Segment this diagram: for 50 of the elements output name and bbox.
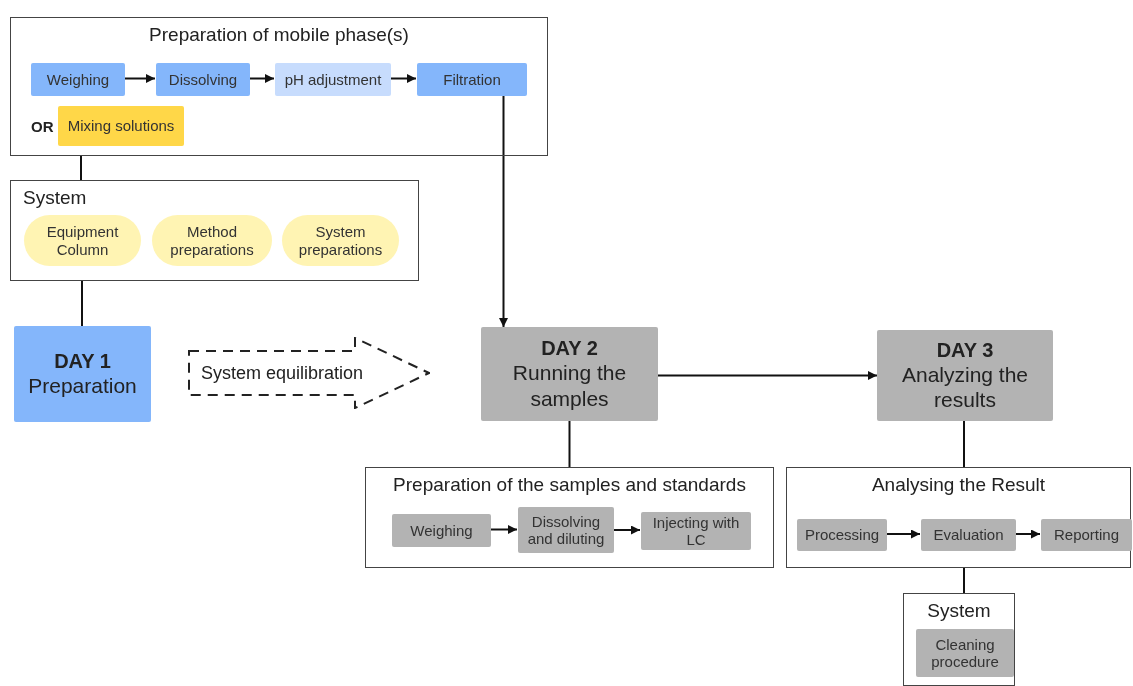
day-box <box>14 326 151 422</box>
group-box <box>903 593 1015 686</box>
day-label: DAY 1 <box>54 349 111 373</box>
arrow <box>123 74 156 83</box>
group-box <box>10 17 548 156</box>
arrow <box>389 74 417 83</box>
pill-box: Method preparations <box>152 215 272 266</box>
arrow <box>1014 529 1041 539</box>
connector-line <box>80 155 82 181</box>
connector-line <box>963 567 965 594</box>
day-box <box>481 327 658 421</box>
arrow <box>499 94 508 328</box>
connector-line <box>568 420 571 468</box>
process-box: Weighing <box>31 63 125 96</box>
shape-text: System equilibration <box>201 363 364 384</box>
arrow <box>657 371 878 380</box>
process-box: Dissolving <box>156 63 250 96</box>
process-box: Injecting with LC <box>641 512 751 550</box>
group-box <box>786 467 1131 568</box>
process-box: Mixing solutions <box>58 106 184 146</box>
day-label: DAY 2 <box>541 337 598 361</box>
arrow <box>612 525 641 535</box>
process-box: Evaluation <box>921 519 1016 551</box>
connector-line <box>81 280 83 327</box>
process-box: Weighing <box>392 514 491 547</box>
process-box: Filtration <box>417 63 527 96</box>
group-box <box>365 467 774 568</box>
day-label: DAY 3 <box>936 338 994 362</box>
process-box: Dissolving and diluting <box>518 507 614 553</box>
group-title: System <box>22 187 88 209</box>
arrow <box>248 74 275 83</box>
group-title: Preparation of mobile phase(s) <box>148 24 410 46</box>
or-label: OR <box>31 118 54 135</box>
process-box: Processing <box>797 519 887 551</box>
day-title: Preparation <box>28 372 137 399</box>
day-title: Running the samples <box>511 360 628 411</box>
group-title: Analysing the Result <box>870 474 1047 496</box>
connector-line <box>963 420 965 468</box>
arrow <box>489 525 518 534</box>
pill-box: System preparations <box>282 215 399 266</box>
group-title: System <box>926 600 992 622</box>
process-box: pH adjustment <box>275 63 391 96</box>
process-box: Reporting <box>1041 519 1132 551</box>
process-box: Cleaning procedure <box>916 629 1014 677</box>
group-box <box>10 180 419 281</box>
arrow <box>885 529 921 539</box>
pill-box: Equipment Column <box>24 215 141 266</box>
day-title: Analyzing the results <box>900 361 1030 413</box>
group-title: Preparation of the samples and standards <box>392 474 747 496</box>
day-box <box>877 330 1053 421</box>
